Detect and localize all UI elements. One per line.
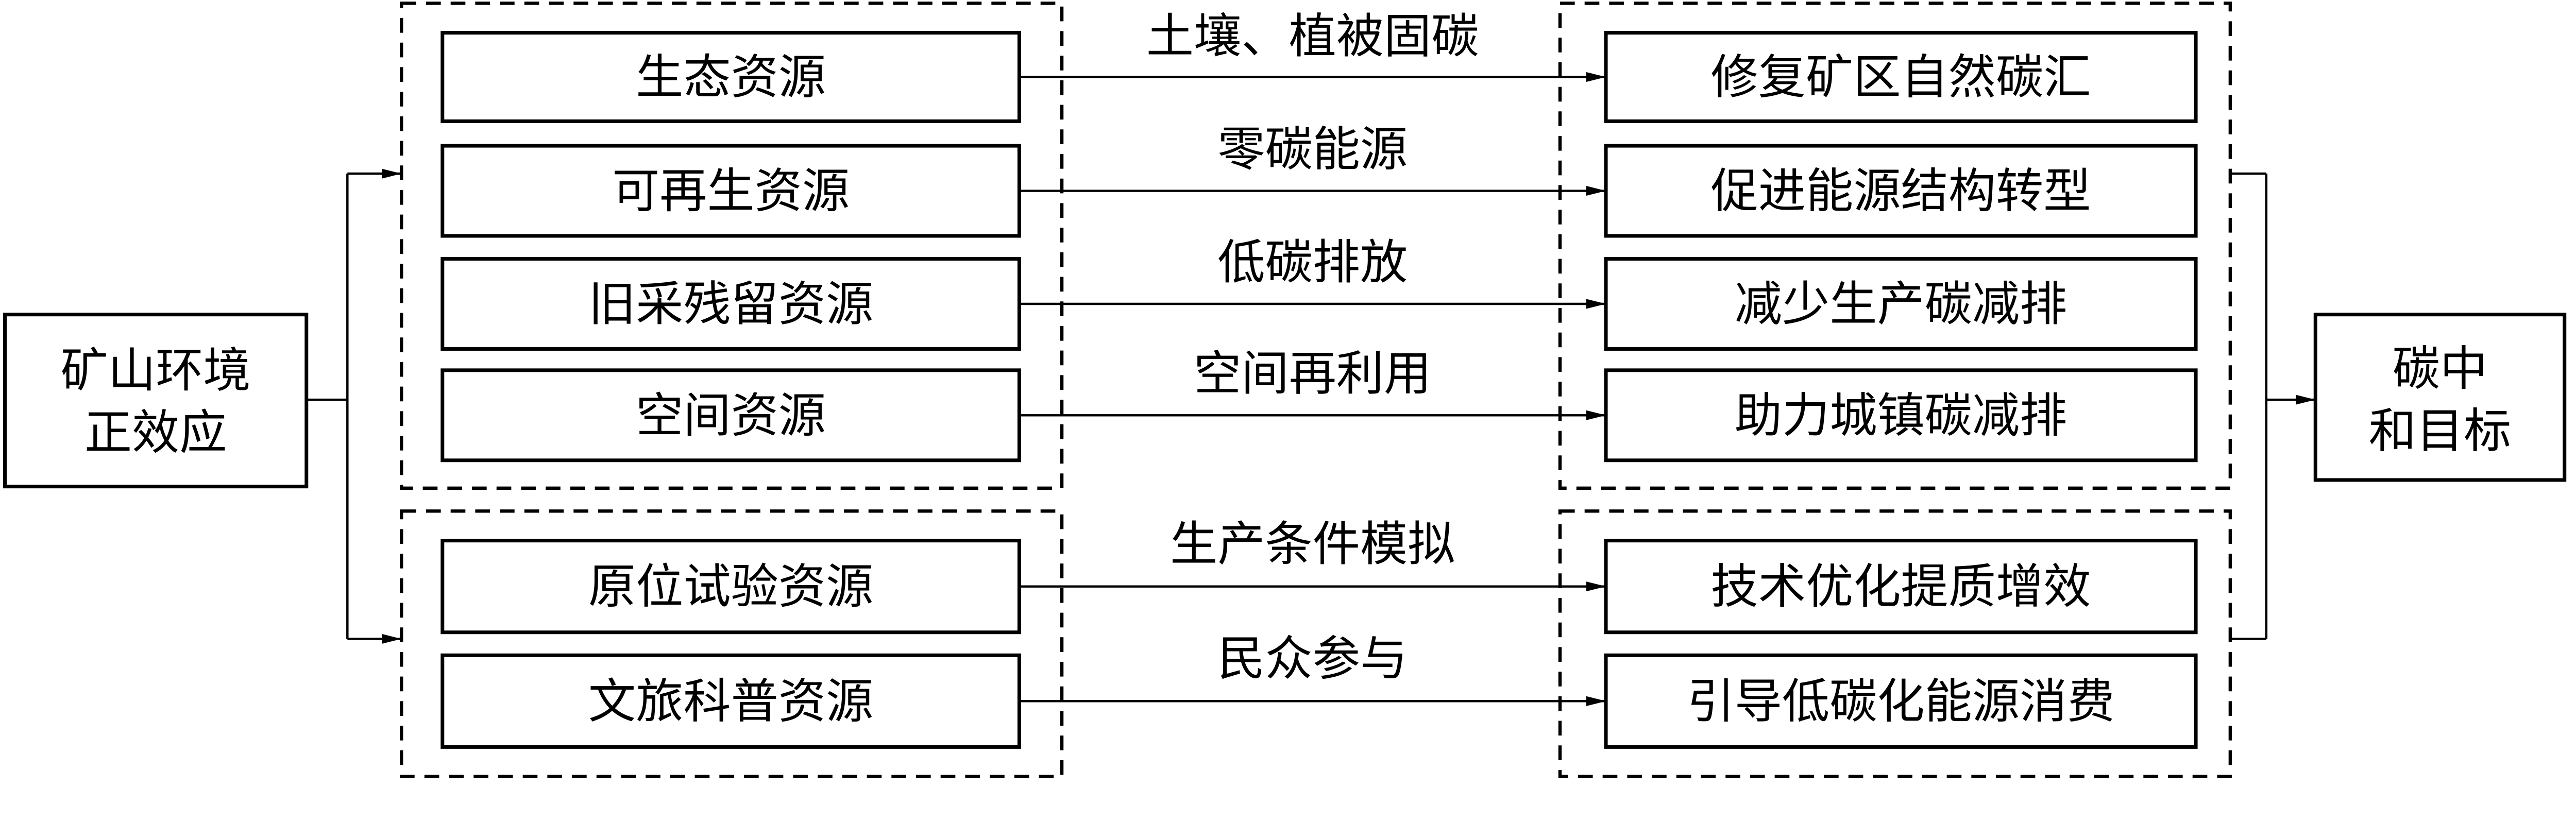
effect-box [1604,539,2198,635]
flow-label: 土壤、植被固碳 [1146,8,1479,64]
resource-box [440,31,1021,123]
resource-group-top [400,2,1064,490]
target-node: 碳中 和目标 [2313,313,2567,482]
resource-label: 生态资源 [636,49,826,105]
source-connector [306,168,402,644]
effect-label: 减少生产碳减排 [1735,276,2067,332]
effect-label: 助力城镇碳减排 [1735,387,2067,443]
resource-group-bottom [400,509,1064,778]
flow-label: 民众参与 [1217,631,1408,687]
resource-label: 文旅科普资源 [588,673,873,729]
effect-box [1604,257,2198,351]
resource-label: 旧采残留资源 [588,276,873,332]
resource-label: 原位试验资源 [588,559,873,614]
resource-label: 空间资源 [636,387,826,443]
carbon-neutral-diagram: 矿山环境 正效应 碳中 和目标 生态资源 土壤、植被固碳修复矿区自然碳汇可再生资源… [3,2,2567,778]
resource-box [440,144,1021,238]
effect-box [1604,144,2198,238]
effect-box [1604,653,2198,749]
effect-group-top [1558,2,2232,490]
source-node: 矿山环境 正效应 [3,313,309,489]
source-line-1: 矿山环境 [61,343,251,398]
effect-label: 修复矿区自然碳汇 [1711,49,2091,105]
effect-box [1604,31,2198,123]
flow-label: 空间再利用 [1194,346,1431,401]
source-line-2: 正效应 [84,405,227,460]
flow-label: 生产条件模拟 [1170,516,1455,572]
target-connector [2230,172,2316,640]
target-line-1: 碳中 [2393,341,2487,397]
effect-label: 引导低碳化能源消费 [1687,673,2115,729]
flow-label: 零碳能源 [1217,121,1408,177]
resource-label: 可再生资源 [612,163,850,219]
effect-label: 促进能源结构转型 [1711,163,2091,219]
flow-label: 低碳排放 [1217,234,1408,290]
effect-label: 技术优化提质增效 [1711,559,2091,614]
effect-box [1604,368,2198,463]
resource-box [440,653,1021,749]
target-line-2: 和目标 [2369,403,2512,459]
resource-box [440,539,1021,635]
